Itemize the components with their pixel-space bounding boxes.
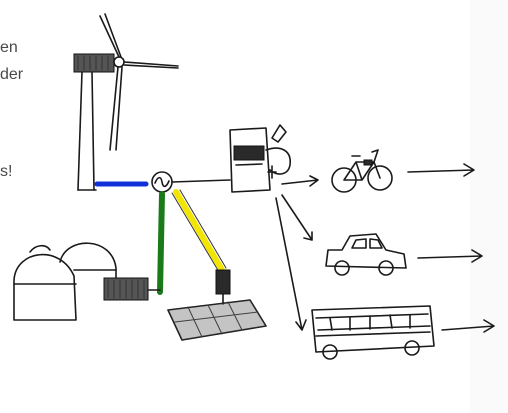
bicycle-icon: [331, 149, 393, 193]
arrow-from-bus: [441, 319, 495, 333]
inverter-icon: [151, 171, 173, 193]
solar-power-line: [173, 189, 225, 273]
arrow-from-bicycle: [407, 163, 475, 177]
text-fragment-3: s!: [0, 163, 13, 180]
arrow-to-bus: [275, 197, 307, 331]
wind-turbine-icon: [73, 13, 179, 191]
biogas-power-line: [157, 191, 165, 295]
car-icon: [325, 233, 407, 276]
arrow-from-car: [417, 249, 483, 263]
charging-station-icon: [229, 124, 291, 193]
biogas-plant-icon: [13, 242, 161, 321]
arrow-to-car: [281, 194, 313, 241]
arrow-to-bicycle: [281, 175, 319, 187]
bus-icon: [311, 305, 435, 360]
text-fragment-2: der: [0, 66, 24, 83]
solar-panel-icon: [167, 269, 267, 341]
grid-line: [171, 179, 231, 183]
text-fragment-1: en: [0, 39, 18, 56]
